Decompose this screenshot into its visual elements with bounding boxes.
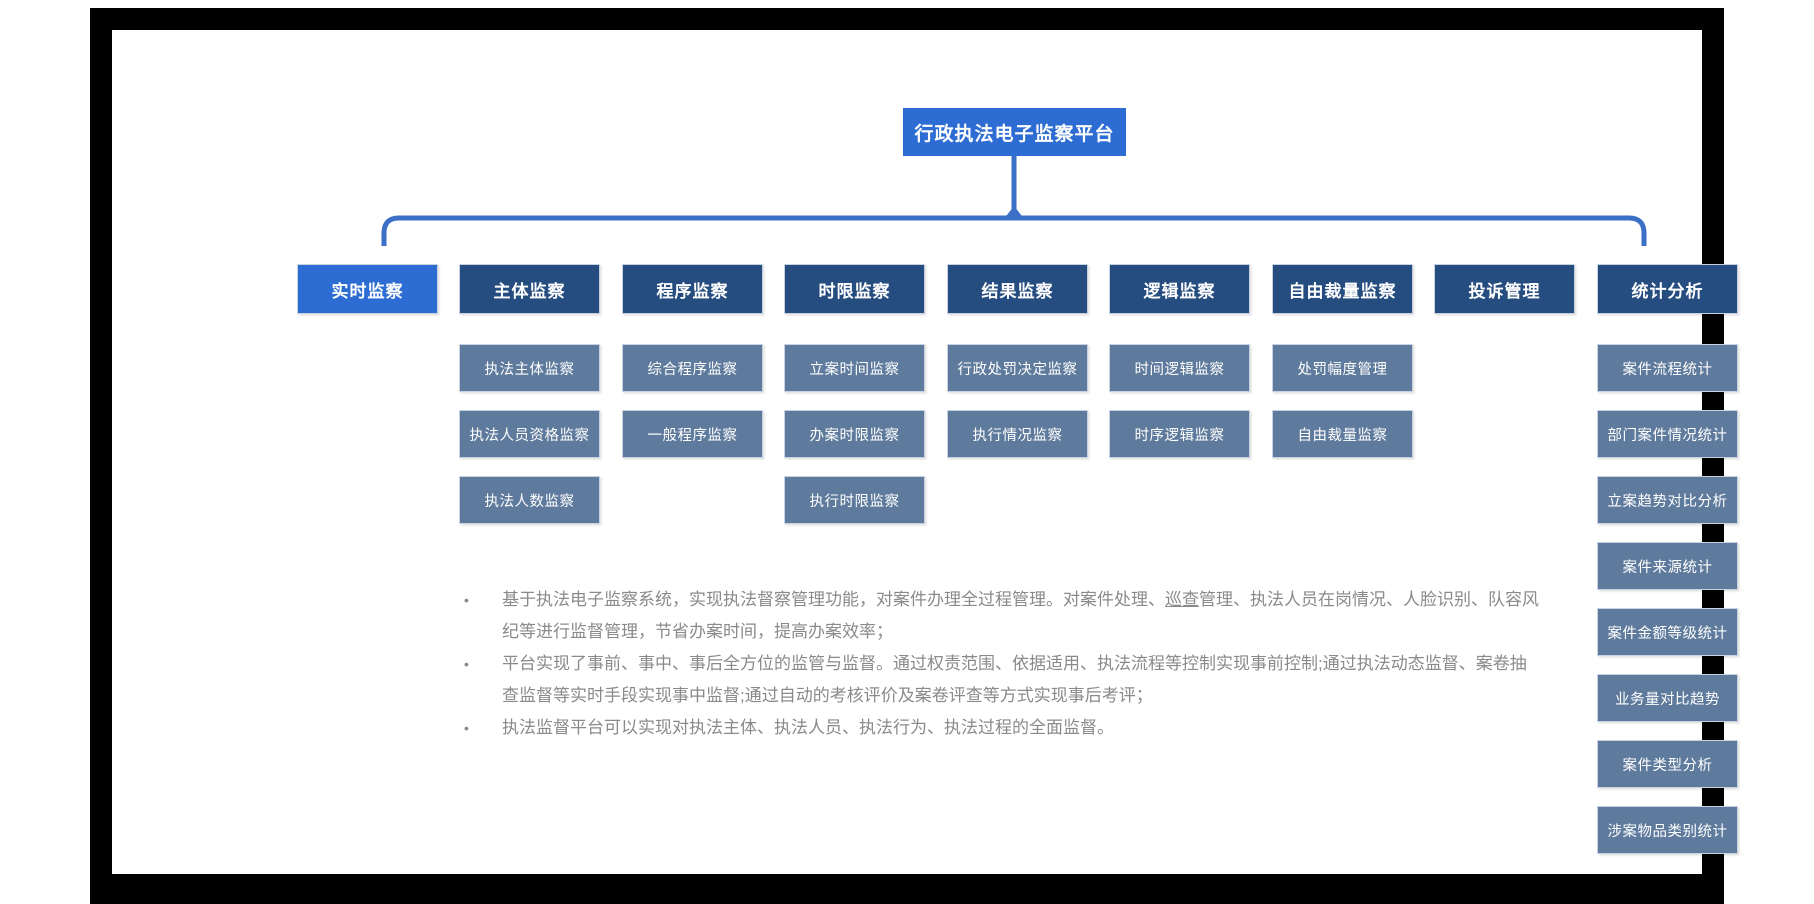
sub-item-box: 自由裁量监察 [1272,410,1413,458]
category-box: 实时监察 [297,264,438,314]
slide-frame: 行政执法电子监察平台 实时监察 主体监察执法主体监察执法人员资格监察执法人数监察 程… [90,8,1738,904]
sub-item-label: 执行情况监察 [972,427,1063,444]
platform-title: 行政执法电子监察平台 [914,123,1115,145]
category-box: 主体监察 [459,264,600,314]
sub-item-label: 执行时限监察 [809,493,900,510]
note-text-segment: 巡查 [1165,590,1199,609]
sub-item-box: 案件流程统计 [1597,344,1738,392]
category-label: 结果监察 [981,281,1054,301]
sub-item-box: 案件类型分析 [1597,740,1738,788]
sub-item-label: 执法主体监察 [484,361,575,378]
category-label: 投诉管理 [1468,281,1541,301]
sub-item-box: 执法人数监察 [459,476,600,524]
sub-item-label: 一般程序监察 [647,427,738,444]
note-text-segment: 管理、执法人员在岗情况、人脸识别、队容风纪等进行监督管理，节省办案时间，提高办案… [502,590,1539,641]
note-bullet: • 基于执法电子监察系统，实现执法督察管理功能，对案件办理全过程管理。对案件处理、… [462,584,1542,648]
sub-item-label: 部门案件情况统计 [1607,427,1728,444]
category-box: 程序监察 [622,264,763,314]
sub-item-box: 涉案物品类别统计 [1597,806,1738,854]
sub-item-label: 时序逻辑监察 [1134,427,1225,444]
note-text-segment: 基于执法电子监察系统，实现执法督察管理功能，对案件办理全过程管理。对案件处理、 [502,590,1165,609]
sub-item-box: 一般程序监察 [622,410,763,458]
category-box: 时限监察 [784,264,925,314]
category-label: 程序监察 [656,281,729,301]
sub-item-box: 办案时限监察 [784,410,925,458]
sub-item-label: 案件金额等级统计 [1607,625,1728,642]
sub-item-label: 案件类型分析 [1622,757,1713,774]
sub-item-box: 执法主体监察 [459,344,600,392]
sub-item-box: 立案趋势对比分析 [1597,476,1738,524]
sub-item-label: 时间逻辑监察 [1134,361,1225,378]
sub-item-box: 立案时间监察 [784,344,925,392]
sub-item-label: 自由裁量监察 [1297,427,1388,444]
category-label: 实时监察 [331,281,404,301]
category-box: 自由裁量监察 [1272,264,1413,314]
note-text-segment: 执法监督平台可以实现对执法主体、执法人员、执法行为、执法过程的全面监督。 [502,718,1114,737]
sub-item-box: 时间逻辑监察 [1109,344,1250,392]
sub-item-box: 时序逻辑监察 [1109,410,1250,458]
sub-item-box: 业务量对比趋势 [1597,674,1738,722]
category-label: 逻辑监察 [1143,281,1216,301]
sub-item-label: 业务量对比趋势 [1615,691,1720,708]
sub-item-box: 综合程序监察 [622,344,763,392]
sub-item-label: 行政处罚决定监察 [957,361,1078,378]
category-box: 统计分析 [1597,264,1738,314]
bullet-dot-icon: • [464,592,469,608]
sub-item-label: 案件来源统计 [1622,559,1713,576]
diagram-canvas: 行政执法电子监察平台 实时监察 主体监察执法主体监察执法人员资格监察执法人数监察 程… [224,60,1814,904]
sub-item-box: 行政处罚决定监察 [947,344,1088,392]
sub-item-label: 处罚幅度管理 [1297,361,1388,378]
bullet-dot-icon: • [464,720,469,736]
sub-item-label: 案件流程统计 [1622,361,1713,378]
category-label: 主体监察 [493,281,566,301]
sub-item-label: 立案趋势对比分析 [1607,493,1728,510]
note-bullet: • 平台实现了事前、事中、事后全方位的监管与监督。通过权责范围、依据适用、执法流程… [462,648,1542,712]
sub-item-box: 执法人员资格监察 [459,410,600,458]
sub-item-label: 办案时限监察 [809,427,900,444]
sub-item-label: 执法人员资格监察 [469,427,590,444]
category-box: 结果监察 [947,264,1088,314]
sub-item-label: 综合程序监察 [647,361,738,378]
category-box: 投诉管理 [1434,264,1575,314]
note-bullet: • 执法监督平台可以实现对执法主体、执法人员、执法行为、执法过程的全面监督。 [462,712,1542,744]
sub-item-box: 案件来源统计 [1597,542,1738,590]
category-box: 逻辑监察 [1109,264,1250,314]
sub-item-label: 涉案物品类别统计 [1607,823,1728,840]
sub-item-box: 执行时限监察 [784,476,925,524]
sub-item-label: 执法人数监察 [484,493,575,510]
category-label: 时限监察 [818,281,891,301]
sub-item-box: 案件金额等级统计 [1597,608,1738,656]
note-text-segment: 平台实现了事前、事中、事后全方位的监管与监督。通过权责范围、依据适用、执法流程等… [502,654,1527,705]
category-label: 自由裁量监察 [1288,281,1397,301]
description-notes: • 基于执法电子监察系统，实现执法督察管理功能，对案件办理全过程管理。对案件处理、… [462,584,1542,744]
sub-item-box: 部门案件情况统计 [1597,410,1738,458]
sub-item-box: 处罚幅度管理 [1272,344,1413,392]
sub-item-label: 立案时间监察 [809,361,900,378]
sub-item-box: 执行情况监察 [947,410,1088,458]
bullet-dot-icon: • [464,656,469,672]
platform-title-box: 行政执法电子监察平台 [903,108,1126,156]
category-label: 统计分析 [1631,281,1704,301]
